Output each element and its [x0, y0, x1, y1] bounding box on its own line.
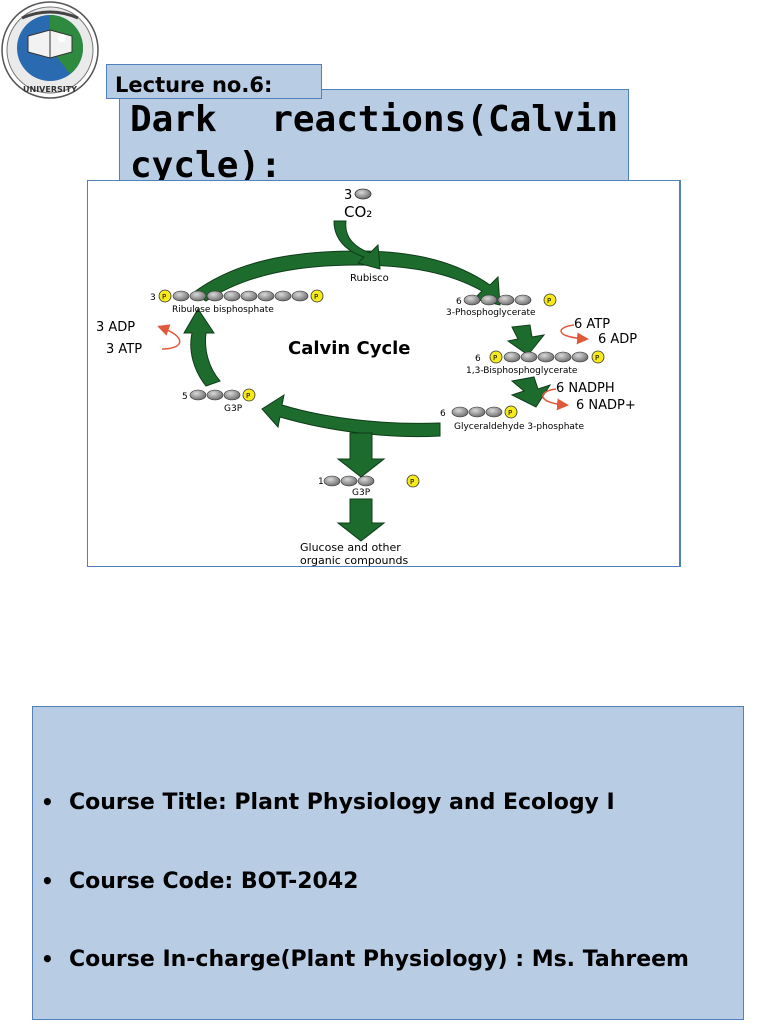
phosphate-label: P: [595, 354, 599, 362]
carbon-molecule-icon: [520, 351, 538, 363]
phosphate-icon: [489, 350, 503, 364]
course-incharge: Course In-charge(Plant Physiology) : Ms.…: [69, 947, 689, 972]
carbon-molecule-icon: [257, 290, 275, 302]
g3p-total-count: 6: [440, 409, 446, 419]
phosphate-label: P: [162, 293, 166, 301]
g3p-recycled-label: G3P: [224, 404, 243, 414]
g3p-output-label: G3P: [352, 488, 371, 498]
atp-input: 6 ATP: [574, 317, 610, 332]
nadp-output: 6 NADP+: [576, 398, 636, 413]
carbon-molecule-icon: [514, 294, 532, 306]
atp-adp-arrow: [560, 324, 589, 345]
carbon-molecule-icon: [497, 294, 515, 306]
carbon-molecule-icon: [172, 290, 190, 302]
phosphate-icon: [504, 405, 518, 419]
course-code: Course Code: BOT-2042: [69, 869, 359, 894]
nadph-input: 6 NADPH: [556, 381, 615, 396]
list-item: • Course Title: Plant Physiology and Ecol…: [41, 790, 615, 815]
bullet-icon: •: [41, 947, 54, 971]
g3p-recycled-count: 5: [182, 392, 188, 402]
rubp-label: Ribulose bisphosphate: [172, 305, 274, 315]
phosphate-label: P: [508, 409, 512, 417]
carbon-molecule-icon: [571, 351, 589, 363]
list-item: • Course In-charge(Plant Physiology) : Ms…: [41, 947, 689, 972]
bpg-label: 1,3-Bisphosphoglycerate: [466, 366, 578, 376]
carbon-molecule-icon: [485, 406, 503, 418]
carbon-molecule-icon: [223, 389, 241, 401]
nadph-nadp-arrow: [542, 388, 569, 411]
phosphate-icon: [543, 293, 557, 307]
phosphate-label: P: [246, 392, 250, 400]
phosphate-icon: [242, 388, 256, 402]
pga-count: 6: [456, 297, 462, 307]
list-item: • Course Code: BOT-2042: [41, 869, 358, 894]
carbon-molecule-icon: [189, 389, 207, 401]
rubisco-label: Rubisco: [350, 273, 389, 284]
carbon-molecule-icon: [240, 290, 258, 302]
phosphate-label: P: [493, 354, 497, 362]
carbon-molecule-icon: [223, 290, 241, 302]
co2-label: CO₂: [344, 203, 372, 221]
carbon-molecule-icon: [537, 351, 555, 363]
adp-output: 6 ADP: [598, 332, 637, 347]
g3p-total-label: Glyceraldehyde 3-phosphate: [454, 422, 584, 432]
carbon-molecule-icon: [206, 389, 224, 401]
product-line-2: organic compounds: [300, 554, 408, 567]
university-seal-icon: UNIVERSITY: [1, 1, 99, 99]
cycle-title: Calvin Cycle: [288, 338, 411, 359]
reduction-arrow-2: [510, 376, 552, 408]
carbon-molecule-icon: [357, 475, 375, 487]
course-title: Course Title: Plant Physiology and Ecolo…: [69, 790, 615, 815]
carbon-molecule-icon: [463, 294, 481, 306]
carbon-molecule-icon: [468, 406, 486, 418]
product-output-arrow: [336, 498, 386, 542]
carbon-molecule-icon: [291, 290, 309, 302]
carbon-molecule-icon: [503, 351, 521, 363]
cycle-arrow-bottom: [261, 393, 441, 438]
rubp-count: 3: [150, 293, 156, 303]
carbon-molecule-icon: [323, 475, 341, 487]
title-box: Dark reactions(Calvin cycle):: [119, 89, 629, 181]
g3p-output-arrow: [336, 432, 386, 478]
atp-regen-arrow: [157, 324, 181, 350]
phosphate-label: P: [547, 297, 551, 305]
adp-regen: 3 ADP: [96, 320, 135, 335]
lecture-label: Lecture no.6:: [106, 64, 322, 99]
reduction-arrow-1: [506, 324, 546, 356]
cycle-arrow-left: [183, 308, 221, 387]
phosphate-label: P: [314, 293, 318, 301]
carbon-molecule-icon: [206, 290, 224, 302]
calvin-cycle-diagram: 3 CO₂ Rubisco Calvin Cycle 3 P P Ribulos…: [87, 180, 681, 567]
phosphate-icon: [406, 474, 420, 488]
carbon-molecule-icon: [451, 406, 469, 418]
course-info-box: • Course Title: Plant Physiology and Ecol…: [32, 706, 744, 1020]
bpg-count: 6: [475, 354, 481, 364]
co2-entry-arrow: [333, 220, 381, 270]
carbon-molecule-icon: [340, 475, 358, 487]
phosphate-icon: [310, 289, 324, 303]
atp-regen: 3 ATP: [106, 342, 142, 357]
co2-molecule-icon: [354, 188, 372, 200]
carbon-molecule-icon: [274, 290, 292, 302]
g3p-output-count: 1: [318, 477, 324, 487]
carbon-molecule-icon: [189, 290, 207, 302]
bullet-icon: •: [41, 869, 54, 893]
co2-count: 3: [344, 188, 352, 203]
product-line-1: Glucose and other: [300, 541, 401, 554]
pga-label: 3-Phosphoglycerate: [446, 308, 536, 318]
logo-seal-text: UNIVERSITY: [23, 85, 77, 94]
carbon-molecule-icon: [480, 294, 498, 306]
cycle-arrow-top: [192, 250, 501, 306]
carbon-molecule-icon: [554, 351, 572, 363]
university-logo: UNIVERSITY: [0, 0, 100, 100]
phosphate-label: P: [410, 478, 414, 486]
bullet-icon: •: [41, 790, 54, 814]
slide-title: Dark reactions(Calvin cycle):: [130, 99, 618, 181]
phosphate-icon: [591, 350, 605, 364]
phosphate-icon: [158, 289, 172, 303]
